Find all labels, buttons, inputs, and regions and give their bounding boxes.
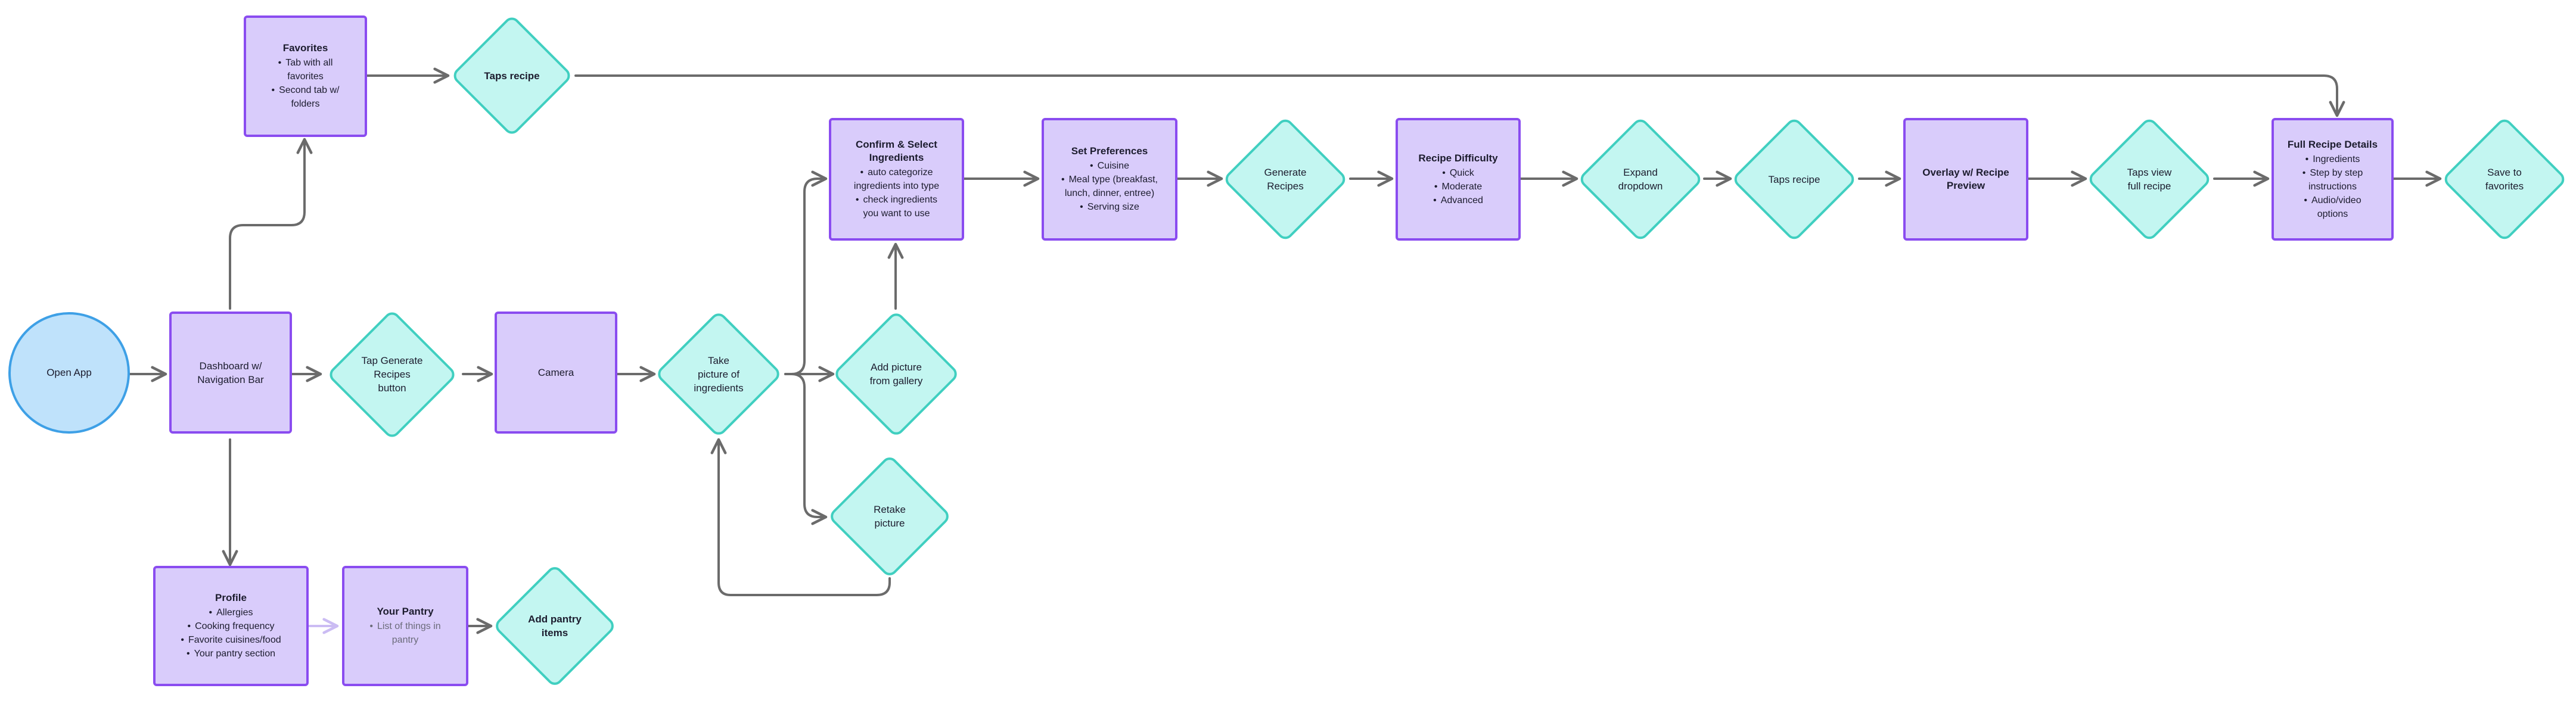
edge-tapsrecipe-fullrecipe — [574, 74, 2345, 117]
decision-node-taps-recipe-top[interactable]: Taps recipe — [450, 14, 574, 138]
edge-retake-takepicture — [710, 438, 891, 596]
decision-node-label: Taps recipe — [1768, 173, 1820, 185]
process-node-title: Favorites — [282, 42, 328, 54]
process-node-label: Dashboard w/ Navigation Bar — [197, 360, 264, 385]
decision-node-text: Expand dropdown — [1578, 117, 1703, 242]
bullet-item: Audio/video options — [2302, 194, 2363, 221]
bullet-item: List of things in pantry — [369, 619, 441, 647]
bullet-list: Allergies Cooking frequency Favorite cui… — [181, 606, 281, 661]
bullet-list: Ingredients Step by step instructions Au… — [2302, 152, 2363, 221]
edge-takepicture-retake — [790, 373, 828, 525]
decision-node-text: Tap Generate Recipes button — [322, 309, 462, 440]
bullet-list: Quick Moderate Advanced — [1433, 166, 1483, 207]
bullet-item: check ingredients you want to use — [854, 193, 939, 220]
decision-node-label: Taps recipe — [484, 70, 540, 82]
bullet-item: Quick — [1433, 166, 1483, 180]
bullet-item: Tab with all favorites — [271, 56, 339, 83]
decision-node-add-gallery[interactable]: Add picture from gallery — [832, 309, 961, 440]
bullet-item: Your pantry section — [181, 647, 281, 661]
process-node-title: Confirm & Select Ingredients — [856, 139, 937, 163]
decision-node-text: Take picture of ingredients — [657, 309, 781, 440]
decision-node-add-pantry-items[interactable]: Add pantry items — [492, 563, 617, 689]
decision-node-text: Generate Recipes — [1223, 117, 1348, 242]
bullet-item: Allergies — [181, 606, 281, 619]
process-node-recipe-difficulty[interactable]: Recipe Difficulty Quick Moderate Advance… — [1396, 118, 1521, 241]
bullet-list: List of things in pantry — [369, 619, 441, 647]
bullet-item: Favorite cuisines/food — [181, 633, 281, 647]
bullet-list: auto categorize ingredients into type ch… — [854, 166, 939, 220]
process-node-dashboard[interactable]: Dashboard w/ Navigation Bar — [169, 312, 292, 434]
bullet-list: Tab with all favorites Second tab w/ fol… — [271, 56, 339, 111]
decision-node-taps-view-full[interactable]: Taps view full recipe — [2086, 116, 2213, 243]
bullet-item: Cuisine — [1061, 159, 1158, 173]
process-node-set-preferences[interactable]: Set Preferences Cuisine Meal type (break… — [1042, 118, 1177, 241]
decision-node-label: Add pantry items — [528, 613, 582, 639]
decision-node-retake[interactable]: Retake picture — [827, 454, 952, 579]
decision-node-label: Generate Recipes — [1264, 167, 1307, 192]
process-node-title: Full Recipe Details — [2287, 138, 2378, 150]
decision-node-label: Add picture from gallery — [869, 362, 923, 387]
decision-node-text: Add pantry items — [493, 563, 616, 689]
process-node-title: Profile — [215, 592, 247, 603]
decision-node-label: Tap Generate Recipes button — [361, 354, 423, 394]
process-node-overlay-preview[interactable]: Overlay w/ Recipe Preview — [1903, 118, 2028, 241]
process-node-your-pantry[interactable]: Your Pantry List of things in pantry — [342, 566, 468, 686]
bullet-item: auto categorize ingredients into type — [854, 166, 939, 193]
process-node-camera[interactable]: Camera — [495, 312, 617, 434]
decision-node-text: Retake picture — [828, 454, 951, 579]
bullet-item: Serving size — [1061, 200, 1158, 214]
bullet-list: Cuisine Meal type (breakfast, lunch, din… — [1061, 159, 1158, 214]
decision-node-text: Taps view full recipe — [2087, 117, 2212, 242]
bullet-item: Advanced — [1433, 194, 1483, 207]
process-node-title: Your Pantry — [377, 606, 434, 617]
decision-node-text: Save to favorites — [2442, 117, 2567, 242]
decision-node-tap-generate[interactable]: Tap Generate Recipes button — [322, 309, 462, 441]
decision-node-save-favorites[interactable]: Save to favorites — [2441, 116, 2568, 243]
decision-node-expand-dropdown[interactable]: Expand dropdown — [1577, 116, 1704, 243]
decision-node-text: Add picture from gallery — [834, 309, 958, 440]
bullet-item: Moderate — [1433, 180, 1483, 194]
decision-node-label: Take picture of ingredients — [694, 354, 744, 394]
decision-node-label: Expand dropdown — [1618, 167, 1663, 192]
edge-takepicture-confirm — [784, 170, 828, 375]
edge-dashboard-favorites — [229, 138, 313, 310]
bullet-item: Meal type (breakfast, lunch, dinner, ent… — [1061, 173, 1158, 200]
process-node-full-recipe-details[interactable]: Full Recipe Details Ingredients Step by … — [2272, 118, 2394, 241]
start-node-label: Open App — [46, 367, 92, 378]
bullet-item: Step by step instructions — [2302, 166, 2363, 194]
decision-node-label: Taps view full recipe — [2127, 167, 2172, 192]
decision-node-label: Save to favorites — [2485, 167, 2524, 192]
process-node-title: Recipe Difficulty — [1418, 152, 1498, 164]
decision-node-take-picture[interactable]: Take picture of ingredients — [654, 309, 783, 440]
process-node-favorites[interactable]: Favorites Tab with all favorites Second … — [244, 15, 367, 137]
decision-node-text: Taps recipe — [1732, 117, 1857, 242]
process-node-confirm-ingredients[interactable]: Confirm & Select Ingredients auto catego… — [829, 118, 964, 241]
start-node-open-app[interactable]: Open App — [8, 312, 130, 434]
process-node-title: Set Preferences — [1071, 145, 1148, 157]
bullet-item: Ingredients — [2302, 152, 2363, 166]
bullet-item: Cooking frequency — [181, 619, 281, 633]
decision-node-generate-recipes[interactable]: Generate Recipes — [1222, 116, 1349, 243]
decision-node-taps-recipe-mid[interactable]: Taps recipe — [1730, 116, 1858, 243]
bullet-item: Second tab w/ folders — [271, 83, 339, 111]
process-node-label: Camera — [537, 367, 574, 378]
decision-node-text: Taps recipe — [450, 14, 573, 137]
decision-node-label: Retake picture — [874, 504, 906, 529]
process-node-profile[interactable]: Profile Allergies Cooking frequency Favo… — [153, 566, 309, 686]
process-node-title: Overlay w/ Recipe Preview — [1922, 167, 2009, 191]
